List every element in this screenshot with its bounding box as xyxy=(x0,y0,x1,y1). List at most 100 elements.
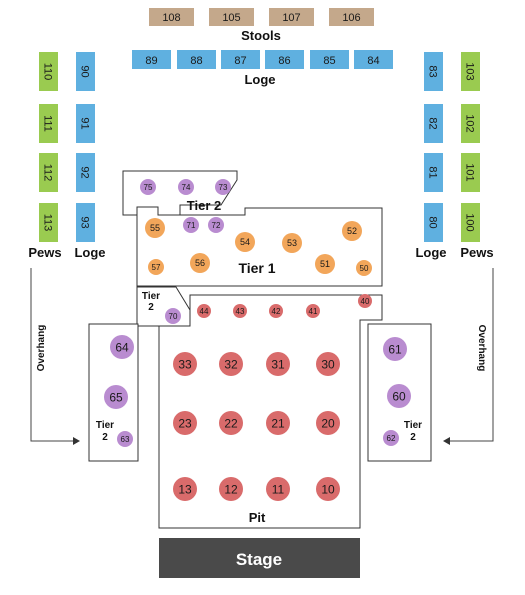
section-stools-107[interactable]: 107 xyxy=(269,8,314,26)
section-pews-110[interactable]: 110 xyxy=(39,52,58,91)
section-pit-32[interactable]: 32 xyxy=(219,352,243,376)
section-label: 110 xyxy=(42,63,54,81)
section-loge-90[interactable]: 90 xyxy=(76,52,95,91)
section-tier1-54[interactable]: 54 xyxy=(235,232,255,252)
section-tier1-50[interactable]: 50 xyxy=(356,260,372,276)
section-label: 102 xyxy=(464,114,476,132)
section-tier2-73[interactable]: 73 xyxy=(215,179,231,195)
section-label: 52 xyxy=(347,226,357,236)
section-pit-23[interactable]: 23 xyxy=(173,411,197,435)
section-loge-91[interactable]: 91 xyxy=(76,104,95,143)
section-tier2-61[interactable]: 61 xyxy=(383,337,407,361)
section-label: 51 xyxy=(320,259,330,269)
section-label: 71 xyxy=(187,221,196,230)
section-label: 108 xyxy=(162,12,180,24)
section-tier2-74[interactable]: 74 xyxy=(178,179,194,195)
section-tier2-65[interactable]: 65 xyxy=(104,385,128,409)
pews-left-label: Pews xyxy=(28,245,61,260)
section-loge-88[interactable]: 88 xyxy=(177,50,216,69)
section-circle xyxy=(104,385,128,409)
section-circle xyxy=(282,233,302,253)
section-loge-85[interactable]: 85 xyxy=(310,50,349,69)
section-loge-84[interactable]: 84 xyxy=(354,50,393,69)
section-tier2-64[interactable]: 64 xyxy=(110,335,134,359)
section-tier1-55[interactable]: 55 xyxy=(145,218,165,238)
tier2-left-label-num: 2 xyxy=(102,432,108,443)
section-block xyxy=(39,153,58,192)
section-block xyxy=(209,8,254,26)
section-stools-105[interactable]: 105 xyxy=(209,8,254,26)
section-loge-83[interactable]: 83 xyxy=(424,52,443,91)
section-block xyxy=(76,153,95,192)
section-label: 22 xyxy=(224,416,238,430)
section-label: 64 xyxy=(115,340,129,354)
section-loge-80[interactable]: 80 xyxy=(424,203,443,242)
section-circle xyxy=(117,431,133,447)
section-pews-100[interactable]: 100 xyxy=(461,203,480,242)
section-pit-13[interactable]: 13 xyxy=(173,477,197,501)
loge-left-label: Loge xyxy=(74,245,105,260)
section-tier1-52[interactable]: 52 xyxy=(342,221,362,241)
section-pit-31[interactable]: 31 xyxy=(266,352,290,376)
section-tier1-51[interactable]: 51 xyxy=(315,254,335,274)
section-tier2-72[interactable]: 72 xyxy=(208,217,224,233)
section-circle xyxy=(387,384,411,408)
section-tier1-53[interactable]: 53 xyxy=(282,233,302,253)
section-label: 57 xyxy=(152,263,161,272)
section-pit-43[interactable]: 43 xyxy=(233,304,247,318)
section-tier2-60[interactable]: 60 xyxy=(387,384,411,408)
section-label: 62 xyxy=(387,434,396,443)
section-pit-42[interactable]: 42 xyxy=(269,304,283,318)
section-pit-40[interactable]: 40 xyxy=(358,294,372,308)
section-label: 92 xyxy=(79,166,91,178)
section-block xyxy=(461,203,480,242)
section-pit-10[interactable]: 10 xyxy=(316,477,340,501)
section-label: 54 xyxy=(240,237,250,247)
section-pit-20[interactable]: 20 xyxy=(316,411,340,435)
section-label: 53 xyxy=(287,238,297,248)
section-label: 107 xyxy=(282,12,300,24)
section-pit-21[interactable]: 21 xyxy=(266,411,290,435)
section-label: 74 xyxy=(182,183,191,192)
section-pews-112[interactable]: 112 xyxy=(39,153,58,192)
section-loge-81[interactable]: 81 xyxy=(424,153,443,192)
section-loge-82[interactable]: 82 xyxy=(424,104,443,143)
section-tier2-70[interactable]: 70 xyxy=(165,308,181,324)
section-stools-108[interactable]: 108 xyxy=(149,8,194,26)
section-loge-87[interactable]: 87 xyxy=(221,50,260,69)
section-pit-12[interactable]: 12 xyxy=(219,477,243,501)
section-pews-103[interactable]: 103 xyxy=(461,52,480,91)
section-pit-41[interactable]: 41 xyxy=(306,304,320,318)
section-pit-11[interactable]: 11 xyxy=(266,477,290,501)
arrow-left-icon xyxy=(443,437,450,445)
arrow-right-icon xyxy=(73,437,80,445)
section-stools-106[interactable]: 106 xyxy=(329,8,374,26)
tier2-small-label-num: 2 xyxy=(148,302,154,313)
section-loge-86[interactable]: 86 xyxy=(265,50,304,69)
section-tier2-63[interactable]: 63 xyxy=(117,431,133,447)
section-loge-89[interactable]: 89 xyxy=(132,50,171,69)
section-pit-22[interactable]: 22 xyxy=(219,411,243,435)
section-pews-113[interactable]: 113 xyxy=(39,203,58,242)
section-tier2-62[interactable]: 62 xyxy=(383,430,399,446)
section-pews-101[interactable]: 101 xyxy=(461,153,480,192)
section-pit-30[interactable]: 30 xyxy=(316,352,340,376)
section-tier2-71[interactable]: 71 xyxy=(183,217,199,233)
section-label: 93 xyxy=(79,216,91,228)
section-loge-92[interactable]: 92 xyxy=(76,153,95,192)
pit-label: Pit xyxy=(249,510,266,525)
section-loge-93[interactable]: 93 xyxy=(76,203,95,242)
section-label: 86 xyxy=(278,55,290,67)
section-label: 85 xyxy=(323,55,335,67)
section-pit-44[interactable]: 44 xyxy=(197,304,211,318)
section-pit-33[interactable]: 33 xyxy=(173,352,197,376)
tier1-label: Tier 1 xyxy=(238,260,275,276)
section-tier2-75[interactable]: 75 xyxy=(140,179,156,195)
section-pews-111[interactable]: 111 xyxy=(39,104,58,143)
section-circle xyxy=(306,304,320,318)
section-circle xyxy=(356,260,372,276)
section-pews-102[interactable]: 102 xyxy=(461,104,480,143)
section-tier1-57[interactable]: 57 xyxy=(148,259,164,275)
section-tier1-56[interactable]: 56 xyxy=(190,253,210,273)
